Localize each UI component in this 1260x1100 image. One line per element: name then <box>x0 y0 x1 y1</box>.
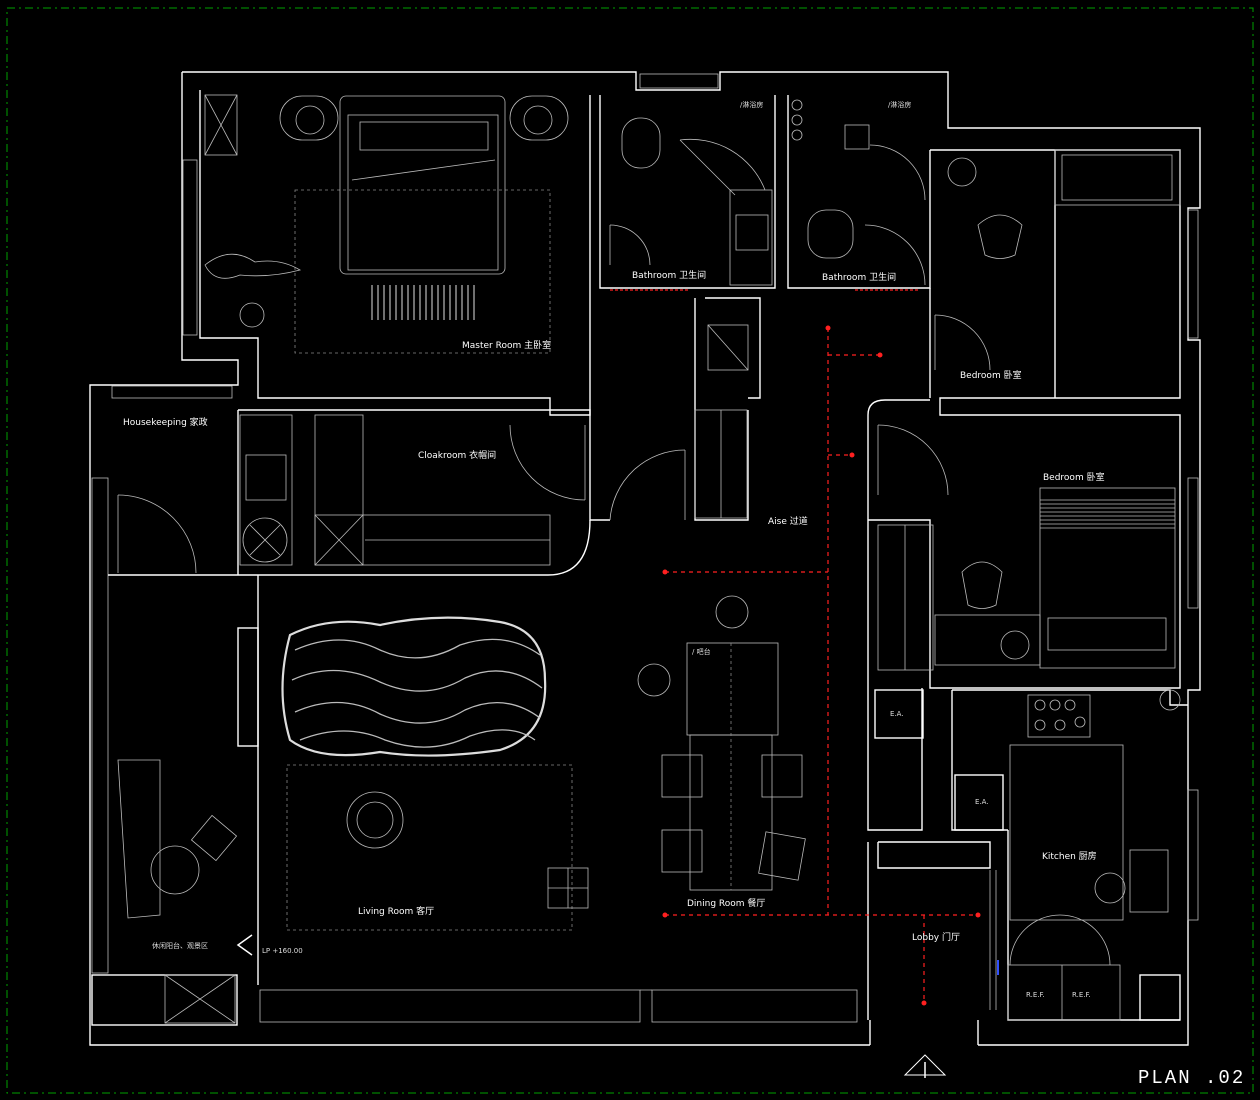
label-bedroom-2: Bedroom 卧室 <box>1043 471 1105 483</box>
label-cloakroom: Cloakroom 衣帽间 <box>418 449 496 461</box>
tag-level: LP +160.00 <box>262 947 303 955</box>
label-lobby: Lobby 门厅 <box>912 931 960 943</box>
entry-arrow-icon <box>903 1054 947 1078</box>
cloakroom-furniture <box>239 409 748 566</box>
kitchen-fixtures <box>1007 689 1181 1021</box>
label-aisle: Aise 过道 <box>768 515 808 527</box>
tag-ref-2: R.E.F. <box>1072 991 1091 999</box>
label-bedroom-1: Bedroom 卧室 <box>960 369 1022 381</box>
label-master-room: Master Room 主卧室 <box>462 339 551 351</box>
bedroom1-furniture <box>947 149 1181 259</box>
label-housekeeping: Housekeeping 家政 <box>123 416 208 428</box>
tag-balcony: 休闲阳台、观景区 <box>152 941 208 950</box>
bathroom-fixtures <box>621 99 870 371</box>
master-bed <box>204 94 569 354</box>
living-furniture <box>117 616 589 1024</box>
circulation-path <box>662 325 981 1006</box>
dining-furniture <box>637 595 806 891</box>
tag-ea-2: E.A. <box>975 798 989 806</box>
plan-title: PLAN .02 <box>1138 1067 1245 1089</box>
bedroom2-furniture <box>877 487 1176 671</box>
doors <box>117 138 1111 1010</box>
label-living-room: Living Room 客厅 <box>358 905 434 917</box>
label-bathroom-1: Bathroom 卫生间 <box>632 269 706 281</box>
label-bathroom-2: Bathroom 卫生间 <box>822 271 896 283</box>
tag-ref-1: R.E.F. <box>1026 991 1045 999</box>
tag-shower-2: /淋浴房 <box>888 100 911 109</box>
drawing-frame <box>6 7 1254 1094</box>
tag-ea-1: E.A. <box>890 710 904 718</box>
label-dining-room: Dining Room 餐厅 <box>687 897 765 909</box>
tag-shower-1: /淋浴房 <box>740 100 763 109</box>
label-kitchen: Kitchen 厨房 <box>1042 850 1097 862</box>
exterior-walls <box>89 71 1201 1046</box>
tag-bar: / 吧台 <box>692 647 711 656</box>
